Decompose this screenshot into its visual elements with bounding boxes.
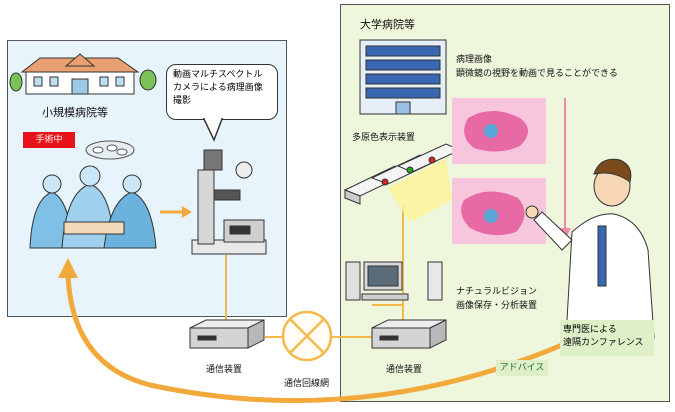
callout-line3: 撮影 [173, 96, 192, 106]
advice-arrow [65, 274, 563, 404]
university-building-icon [359, 39, 447, 115]
surgery-badge: 手術中 [23, 132, 75, 148]
comm-device-left-label: 通信装置 [206, 365, 243, 375]
small-hospital-title: 小規模病院等 [42, 106, 108, 119]
pathology-desc: 顕微鏡の視野を動画で見ることができる [456, 69, 618, 79]
surgical-lamp-icon [85, 140, 135, 160]
conference-box: 専門医による 遠隔カンファレンス [560, 320, 654, 356]
arrow-to-microscope-icon [182, 206, 192, 218]
camera-callout: 動画マルチスペクトル カメラによる病理画像 撮影 [166, 64, 278, 120]
display-label: 多原色表示装置 [352, 133, 416, 143]
storage-label-1: ナチュラルビジョン [456, 287, 538, 297]
workstation-icon [345, 261, 443, 301]
comm-device-right-label: 通信装置 [386, 365, 423, 375]
comm-device-left-icon [189, 319, 265, 349]
network-label: 通信回線網 [284, 379, 330, 389]
network-icon [281, 310, 333, 362]
advice-label: アドバイス [496, 360, 548, 376]
small-hospital-building-icon [9, 53, 157, 95]
microscope-icon [191, 149, 267, 255]
comm-device-right-icon [371, 319, 447, 349]
callout-line1: 動画マルチスペクトル [173, 70, 263, 80]
university-title: 大学病院等 [360, 18, 415, 31]
conference-line1: 専門医による [563, 325, 617, 335]
callout-line2: カメラによる病理画像 [173, 83, 263, 93]
conference-line2: 遠隔カンファレンス [563, 338, 644, 348]
pathology-image-top [452, 98, 546, 164]
pathology-title: 病理画像 [456, 55, 493, 65]
multiprimary-display-icon [343, 143, 462, 205]
doctor-icon [525, 158, 655, 339]
advice-arrowhead [58, 258, 78, 278]
storage-label-2: 画像保存・分析装置 [456, 301, 538, 311]
surgical-team-icon [29, 165, 157, 249]
display-light-beam [388, 158, 452, 222]
